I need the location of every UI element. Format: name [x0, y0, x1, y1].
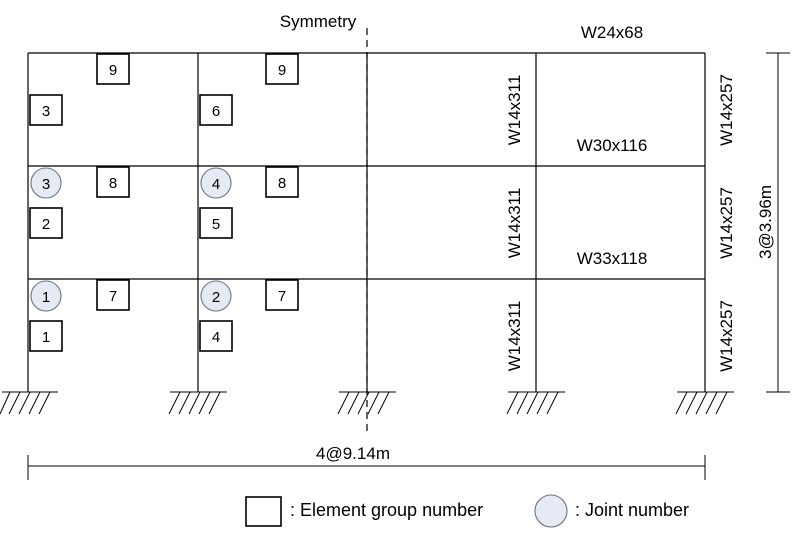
roof-beam-section: W24x68: [581, 23, 643, 42]
element-group-number: 2: [42, 216, 50, 233]
element-group-box: 5: [199, 207, 233, 239]
joint-number: 3: [42, 176, 50, 193]
element-group-box: 7: [265, 279, 299, 311]
exterior-column-section-2: W14x257: [717, 187, 736, 259]
second-floor-beam-section: W33x118: [577, 249, 648, 268]
legend-element-group-symbol: [245, 496, 282, 527]
joint-number: 1: [42, 289, 50, 306]
fixed-support-3: [337, 391, 396, 415]
joint-number: 4: [212, 176, 220, 193]
element-group-number: 7: [109, 288, 117, 305]
element-group-number: 3: [42, 103, 50, 120]
element-group-box: 7: [96, 279, 130, 311]
joint-number: 2: [212, 289, 220, 306]
element-group-box: 4: [199, 320, 233, 352]
element-group-number: 5: [212, 216, 220, 233]
fixed-support-4: [506, 391, 565, 415]
fixed-support-2: [168, 391, 227, 415]
fixed-support-5: [675, 391, 734, 415]
height-dimension: 3@3.96m: [756, 52, 790, 393]
element-group-number: 8: [109, 175, 117, 192]
element-group-box: 9: [265, 53, 299, 85]
element-group-number: 4: [212, 329, 220, 346]
joint-circle: 3: [30, 167, 62, 199]
fixed-support-1: [0, 391, 58, 415]
element-group-number: 9: [278, 62, 286, 79]
span-dimension: 4@9.14m: [27, 444, 706, 480]
exterior-column-section-3: W14x257: [717, 74, 736, 146]
span-dimension-label: 4@9.14m: [316, 444, 390, 463]
element-group-box: 8: [265, 166, 299, 198]
element-group-box: 3: [29, 94, 63, 126]
symmetry-label: Symmetry: [280, 12, 357, 31]
legend-joint-symbol: [534, 494, 568, 528]
element-group-box: 9: [96, 53, 130, 85]
interior-column-section-2: W14x311: [505, 188, 524, 259]
element-group-box: 1: [29, 320, 63, 352]
legend-joint-label: : Joint number: [575, 500, 689, 520]
joint-circle: 2: [200, 280, 232, 312]
element-group-number: 1: [42, 329, 50, 346]
element-group-box: 8: [96, 166, 130, 198]
joint-circle: 1: [30, 280, 62, 312]
height-dimension-label: 3@3.96m: [756, 185, 775, 259]
element-group-box: 6: [199, 94, 233, 126]
element-group-number: 6: [212, 103, 220, 120]
element-group-number: 7: [278, 288, 286, 305]
exterior-column-section-1: W14x257: [717, 300, 736, 372]
legend: : Element group number : Joint number: [245, 494, 689, 528]
interior-column-section-1: W14x311: [505, 301, 524, 372]
legend-element-group-label: : Element group number: [290, 500, 483, 520]
third-floor-beam-section: W30x116: [577, 136, 648, 155]
element-group-number: 8: [278, 175, 286, 192]
element-group-number: 9: [109, 62, 117, 79]
interior-column-section-3: W14x311: [505, 75, 524, 146]
joint-circle: 4: [200, 167, 232, 199]
element-group-box: 2: [29, 207, 63, 239]
